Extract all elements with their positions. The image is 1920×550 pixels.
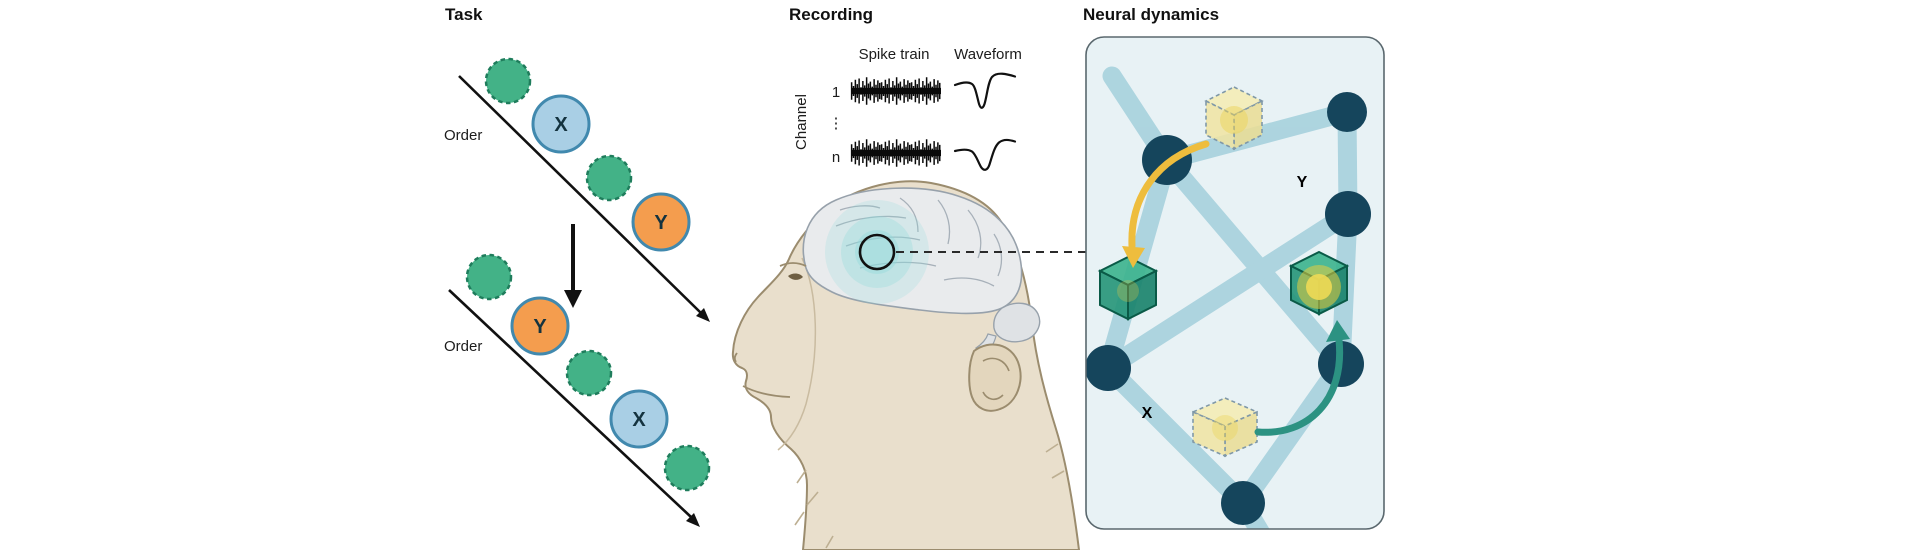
recording-panel: Recording Spike train Waveform Channel 1… [731,5,1086,550]
brow-line [779,262,807,267]
channel-axis-label: Channel [793,94,810,150]
item-y-circle [510,296,570,356]
cube-glow-inner [1306,274,1332,300]
eye-icon [788,273,803,280]
item-y-circle [631,192,691,252]
spike-ticks [850,77,941,105]
neural-dynamics-title: Neural dynamics [1083,5,1219,24]
waveform-row-n [953,138,1017,171]
neural-panel-border [1085,36,1385,530]
task-swap-arrow [564,224,582,308]
band [1157,150,1351,374]
swap-arrow-head-icon [564,290,582,308]
green-item-icon [565,349,613,397]
task-sequence-bottom: Y X [465,253,711,492]
channel-ellipsis: ⋮ [829,115,844,132]
item-x-label: X [632,409,646,431]
mouth-line [742,385,791,398]
recording-glow-inner [855,230,899,274]
recording-glow-mid [841,216,913,288]
waveform-row-1 [953,72,1017,109]
order-arrow-head-icon [686,513,700,527]
item-y-label: Y [654,212,668,234]
sulci-lines [835,197,1003,287]
node [1327,92,1367,132]
band [1233,354,1351,513]
spike-ticks [850,139,941,167]
node [1086,345,1131,391]
waveform-trace [953,138,1017,171]
green-item-icon [663,444,711,492]
state-x-label: X [1142,405,1153,422]
channel-n-label: n [832,149,840,166]
item-x-label: X [554,114,568,136]
spike-train-header: Spike train [859,46,930,63]
yellow-cube-top [1204,86,1264,151]
channel-1-label: 1 [832,84,840,101]
green-cube-left [1097,255,1159,321]
recording-title: Recording [789,5,873,24]
cerebellum [993,302,1041,343]
order-label-bottom: Order [444,338,482,355]
band [1098,358,1253,513]
ear-inner [982,357,1010,401]
green-item-icon [465,253,513,301]
cube-glow [1220,106,1248,134]
spike-train-row-1 [850,77,941,105]
order-label-top: Order [444,127,482,144]
arrow-head-icon [1122,246,1145,268]
green-item-icon [484,57,532,105]
item-x-circle [609,389,669,449]
transition-arrow-yellow [1122,140,1210,268]
neural-dynamics-panel: Neural dynamics [1083,5,1385,530]
order-arrow-line [448,289,692,518]
arrow-curve [1254,336,1344,436]
item-y-label: Y [533,316,547,338]
brain [802,187,1041,355]
recording-site-circle [858,233,896,271]
task-title: Task [445,5,483,24]
state-y-label: Y [1297,174,1308,191]
cube-left-face [1099,269,1129,321]
task-order-arrow-top [458,75,710,322]
order-arrow-head-icon [696,308,710,322]
node [1221,481,1265,525]
node [1325,191,1371,237]
order-arrow-line [458,75,702,314]
monkey-illustration [731,180,1086,550]
recording-glow-outer [825,200,929,304]
ear-outer [968,343,1022,412]
cube-left-face [1192,410,1226,458]
cube-glow [1117,280,1139,302]
yellow-cube-bottom [1191,397,1259,458]
waveform-trace [953,72,1017,109]
monkey-ear [968,343,1022,412]
task-panel: Task Order X Y Order [444,5,711,527]
fur-strokes [794,443,1065,549]
arrow-curve [1128,140,1210,250]
band [1098,204,1358,378]
cube-glow [1212,415,1238,441]
monkey-face [733,262,807,398]
item-x-circle [531,94,591,154]
green-cube-right [1288,250,1350,316]
green-item-icon [585,154,633,202]
neural-network: Y X [1086,66,1371,529]
monkey-cheek-line [777,257,817,451]
nostril-icon [733,352,738,363]
task-order-arrow-bottom [448,289,700,527]
arrow-head-icon [1326,320,1350,342]
task-sequence-top: X Y [484,57,691,252]
waveform-header: Waveform [954,46,1022,63]
spike-train-row-n [850,139,941,167]
transition-arrow-teal [1254,320,1350,436]
